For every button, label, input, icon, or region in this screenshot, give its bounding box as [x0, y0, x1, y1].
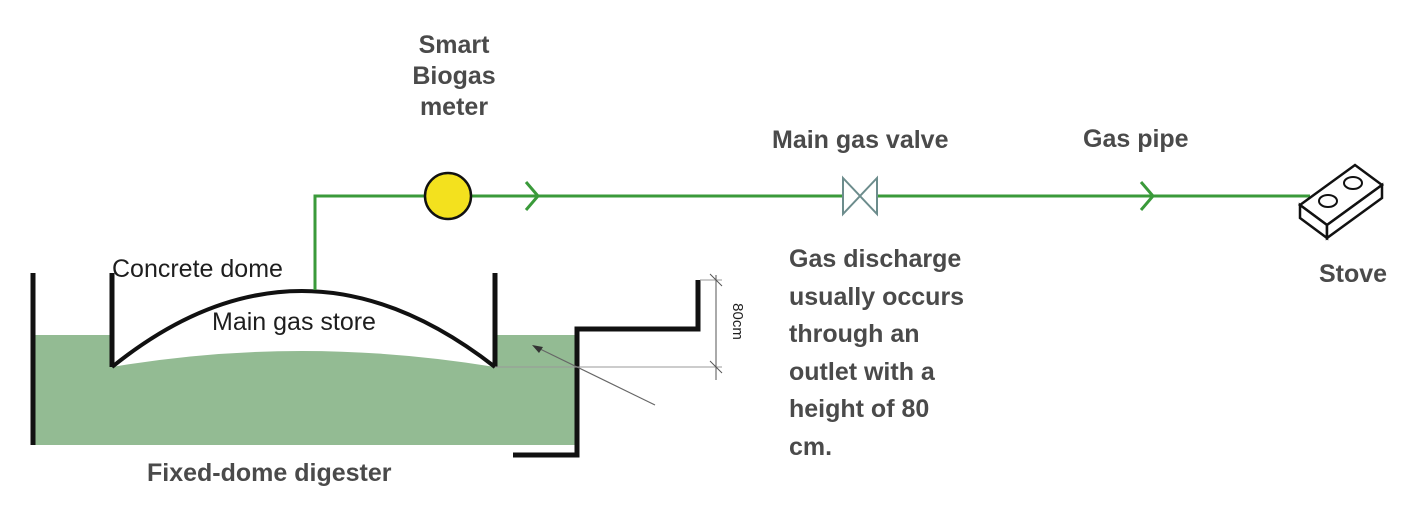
pointer-arrowhead: [532, 345, 543, 353]
flow-arrow-icon: [1139, 181, 1155, 211]
stove-label: Stove: [1319, 260, 1388, 288]
stove-icon: [1297, 163, 1385, 241]
note-line-3: through an: [789, 320, 920, 348]
slurry-bottom-mask: [30, 445, 514, 459]
flow-arrow-icon: [524, 181, 540, 211]
note-line-5: height of 80: [789, 395, 930, 423]
note-line-4: outlet with a: [789, 357, 935, 386]
digester-slurry: [33, 335, 575, 445]
note-line-6: cm.: [789, 432, 833, 461]
height-marker-label: 80cm: [728, 303, 746, 340]
digester-bottom-outlet-wall: [513, 280, 701, 458]
fixed-dome-digester-label: Fixed-dome digester: [147, 459, 392, 487]
concrete-dome-label: Concrete dome: [112, 255, 283, 283]
height-dimension: [495, 273, 723, 380]
pointer-line: [535, 346, 656, 406]
gas-meter-icon: [423, 171, 473, 221]
gas-pipe: [313, 194, 1310, 290]
meter-label-line-3: meter: [419, 93, 489, 121]
valve-icon: [842, 175, 878, 217]
note-line-1: Gas discharge: [789, 245, 962, 273]
gas-pipe-label: Gas pipe: [1083, 125, 1189, 153]
meter-label-line-2: Biogas: [412, 62, 496, 90]
meter-label-line-1: Smart: [418, 31, 490, 59]
smart-biogas-meter-label: Smart Biogas meter: [400, 30, 508, 123]
main-gas-store-label: Main gas store: [212, 308, 376, 336]
main-gas-valve-label: Main gas valve: [772, 126, 949, 154]
gas-discharge-note: Gas discharge usually occurs through an …: [789, 241, 964, 466]
note-line-2: usually occurs: [789, 282, 965, 311]
concrete-dome: [110, 289, 497, 369]
